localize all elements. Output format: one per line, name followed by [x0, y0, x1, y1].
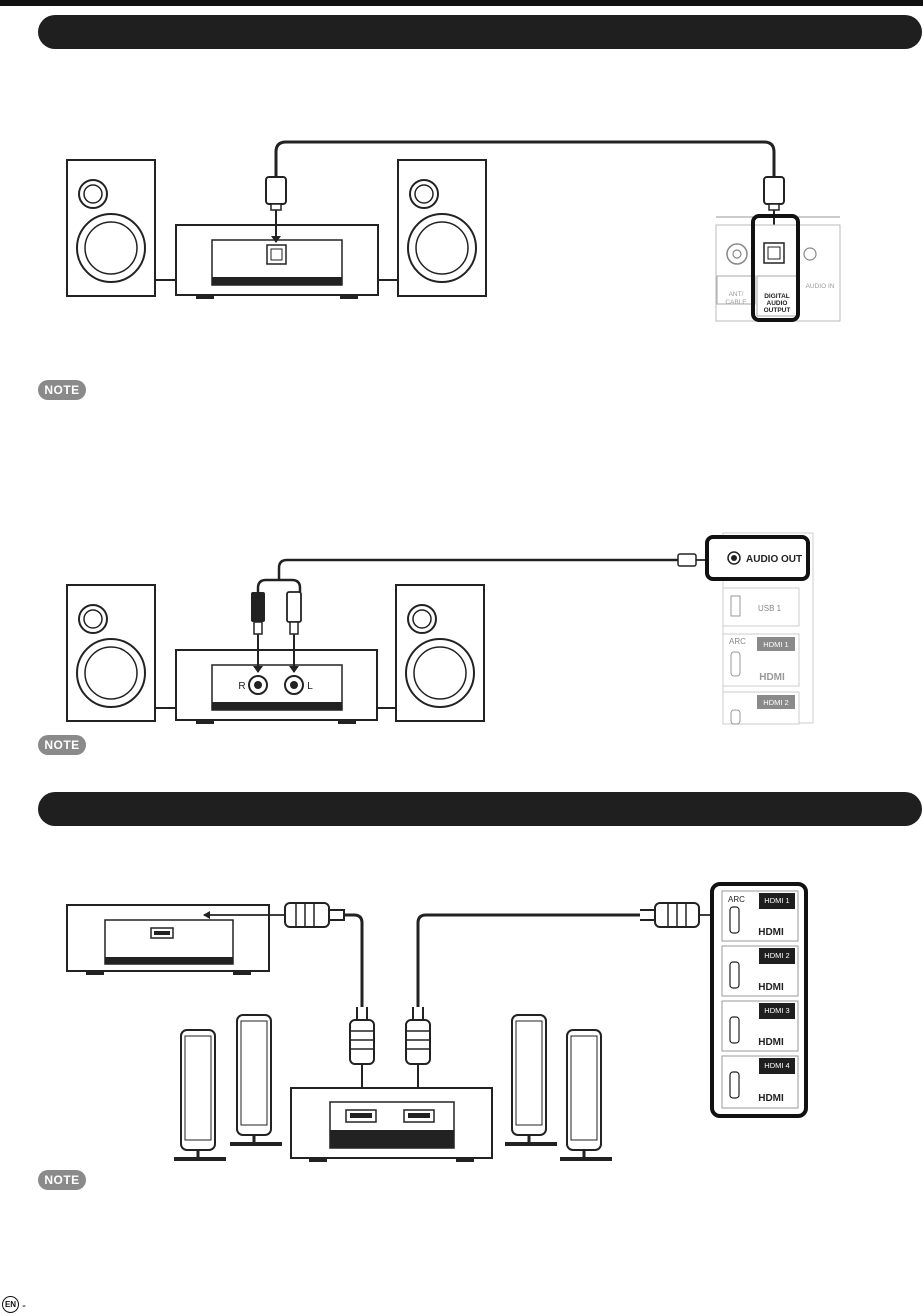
tv-panel-optical: ANT/ CABLE DIGITAL AUDIO OUTPUT AUDIO IN	[715, 214, 841, 322]
tv-panel-hdmi: ARC HDMI 1 HDMI HDMI 2 HDMI HDMI 3 HDMI …	[710, 882, 808, 1118]
jack-r-label: R	[238, 681, 245, 692]
hdmi-logo-2: HDMI	[759, 672, 785, 683]
tower-speakers-right	[505, 1014, 612, 1161]
svg-text:HDMI: HDMI	[758, 1093, 784, 1104]
amplifier-2: R L	[175, 649, 378, 724]
speaker-right-2	[395, 584, 485, 722]
svg-text:ANT/: ANT/	[729, 291, 744, 298]
rca-plug-red	[251, 592, 265, 673]
page-number-dash: -	[22, 1297, 26, 1312]
source-device	[66, 904, 270, 975]
arc-label-2: ARC	[729, 637, 746, 646]
svg-text:HDMI 2: HDMI 2	[764, 951, 789, 960]
hdmi-port-1: ARC HDMI 1 HDMI	[721, 890, 799, 942]
note-badge-1: NOTE	[38, 380, 86, 400]
hdmi2-label-2: HDMI 2	[763, 698, 788, 707]
rca-plug-white	[286, 591, 302, 673]
hdmi-port-3: HDMI 3 HDMI	[721, 1000, 799, 1052]
svg-text:DIGITAL: DIGITAL	[764, 293, 790, 300]
hdmi-port-4: HDMI 4 HDMI	[721, 1055, 799, 1109]
speaker-left	[66, 159, 156, 297]
svg-text:OUTPUT: OUTPUT	[764, 307, 791, 314]
note-badge-2: NOTE	[38, 735, 86, 755]
svg-text:AUDIO: AUDIO	[767, 300, 788, 307]
svg-text:HDMI: HDMI	[758, 927, 784, 938]
speaker-right	[397, 159, 487, 297]
hdmi1-label-2: HDMI 1	[763, 640, 788, 649]
av-receiver	[290, 1087, 493, 1162]
section-header-2	[38, 792, 922, 826]
audio-out-label: AUDIO OUT	[746, 554, 802, 565]
usb-label: USB 1	[758, 604, 782, 613]
optical-plug-left	[265, 176, 287, 243]
svg-text:HDMI 4: HDMI 4	[764, 1061, 789, 1070]
tower-speakers-left	[174, 1014, 282, 1161]
page-footer: EN -	[2, 1296, 26, 1313]
note-badge-3: NOTE	[38, 1170, 86, 1190]
svg-text:HDMI: HDMI	[758, 1037, 784, 1048]
section-header-1	[38, 15, 922, 49]
tv-panel-analog: USB 1 ARC HDMI 1 HDMI HDMI 2 AUDIO OUT	[705, 532, 814, 725]
arc-label-3: ARC	[728, 895, 745, 904]
svg-text:CABLE: CABLE	[725, 299, 747, 306]
svg-text:HDMI: HDMI	[758, 982, 784, 993]
diagram-analog: R L USB 1 ARC HDMI 1 HDMI HDMI 2 AUDIO O…	[66, 532, 814, 725]
svg-text:AUDIO IN: AUDIO IN	[806, 283, 835, 290]
jack-l-label: L	[307, 681, 313, 692]
top-rule	[0, 0, 923, 6]
svg-text:HDMI 3: HDMI 3	[764, 1006, 789, 1015]
speaker-left-2	[66, 584, 156, 722]
language-badge: EN	[2, 1296, 19, 1313]
svg-text:HDMI 1: HDMI 1	[764, 896, 789, 905]
diagram-optical: ANT/ CABLE DIGITAL AUDIO OUTPUT AUDIO IN	[66, 140, 841, 322]
hdmi-port-2: HDMI 2 HDMI	[721, 945, 799, 997]
diagram-hdmi: ARC HDMI 1 HDMI HDMI 2 HDMI HDMI 3 HDMI …	[66, 882, 808, 1162]
